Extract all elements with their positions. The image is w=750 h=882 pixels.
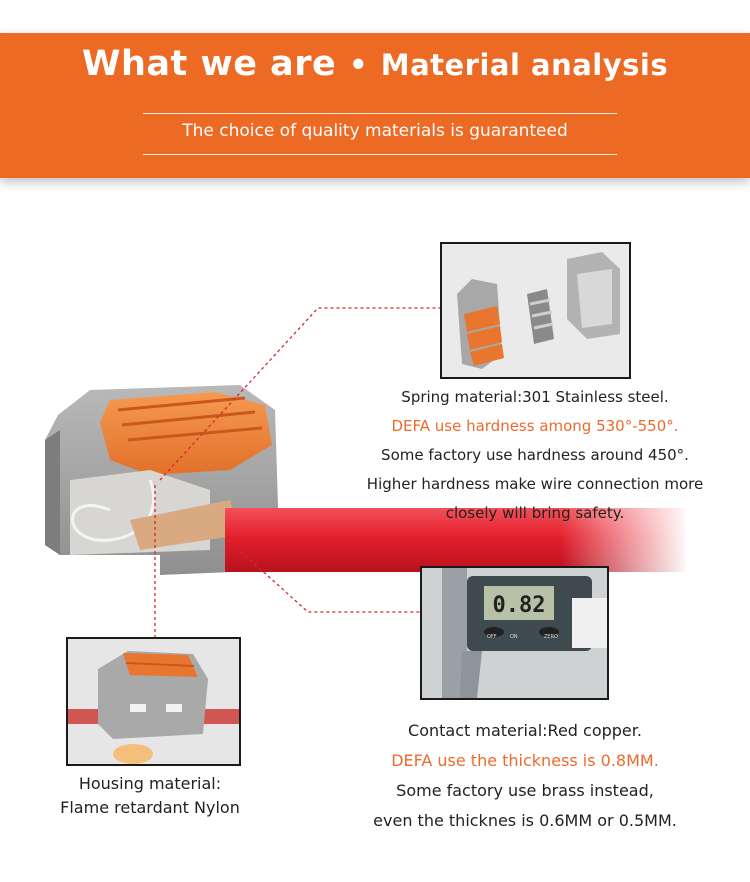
caliper-photo: 0.82 OFF ON ZERO [420, 566, 609, 700]
housing-photo [66, 637, 241, 766]
contact-line-2: DEFA use the thickness is 0.8MM. [391, 751, 659, 770]
title-part2: Material analysis [380, 48, 669, 82]
page-subtitle: The choice of quality materials is guara… [182, 121, 568, 141]
connector-illustration [0, 330, 750, 630]
title-part1: What we are [81, 44, 337, 84]
banner-divider-top [143, 113, 617, 114]
caliper-on-label: ON [510, 634, 518, 640]
banner-divider-bottom [143, 154, 617, 155]
contact-line-4: even the thicknes is 0.6MM or 0.5MM. [373, 811, 677, 830]
contact-line-3: Some factory use brass instead, [396, 781, 654, 800]
spring-line-3: Some factory use hardness around 450°. [381, 446, 689, 464]
caliper-display: 0.82 [493, 593, 546, 618]
spring-line-5: closely will bring safety. [445, 504, 625, 522]
spring-line-2: DEFA use hardness among 530°-550°. [391, 417, 679, 435]
housing-line-1: Housing material: [78, 774, 222, 793]
title-bullet: • [348, 48, 369, 82]
page-title: What we are • Material analysis [0, 44, 750, 84]
spring-line-4: Higher hardness make wire connection mor… [366, 475, 704, 493]
housing-description: Housing material: Flame retardant Nylon [40, 772, 260, 820]
caliper-zero-label: ZERO [544, 634, 558, 640]
housing-line-2: Flame retardant Nylon [60, 798, 240, 817]
spring-photo [440, 242, 631, 379]
spring-line-1: Spring material:301 Stainless steel. [401, 388, 669, 406]
contact-line-1: Contact material:Red copper. [408, 721, 642, 740]
caliper-off-label: OFF [487, 634, 497, 640]
header-banner [0, 33, 750, 178]
spring-description: Spring material:301 Stainless steel. DEF… [355, 383, 715, 528]
contact-description: Contact material:Red copper. DEFA use th… [330, 716, 720, 836]
